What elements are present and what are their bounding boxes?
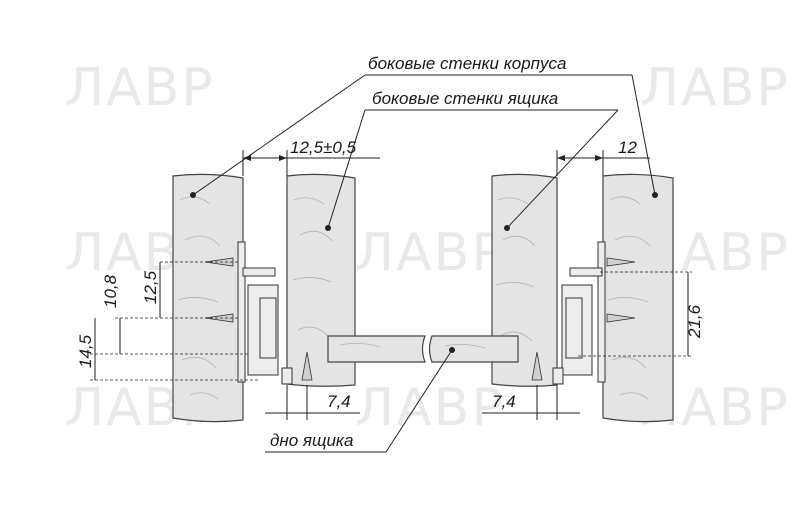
dim-12-5-label: 12,5: [141, 270, 160, 304]
drawer-side-left: [286, 173, 356, 387]
dim-gap-left-label: 12,5±0,5: [290, 138, 357, 157]
dim-21-6-label: 21,6: [685, 304, 704, 339]
drawer-bottom: [327, 335, 519, 363]
screws: [204, 257, 636, 381]
label-drawer-sides: боковые стенки ящика: [372, 89, 558, 108]
dim-14-5-label: 14,5: [76, 334, 95, 368]
dimension-left-verticals: 12,5 10,8 14,5: [76, 261, 258, 381]
watermark-text: ЛАВР: [640, 58, 790, 118]
cabinet-side-right: [602, 173, 674, 423]
cabinet-side-left: [172, 173, 244, 423]
dimension-gap-left: 12,5±0,5: [242, 138, 380, 176]
dimension-right-vertical: 21,6: [578, 271, 704, 357]
label-drawer-bottom: дно ящика: [270, 431, 353, 450]
watermark-text: ЛАВР: [355, 223, 505, 283]
slide-rail-right: [552, 241, 606, 385]
dim-10-8-label: 10,8: [101, 274, 120, 308]
slide-rail-left: [237, 241, 293, 385]
dim-bottom-right-label: 7,4: [492, 392, 516, 411]
label-cabinet-sides: боковые стенки корпуса: [368, 54, 566, 73]
callouts: боковые стенки корпуса боковые стенки ящ…: [192, 54, 656, 453]
dim-bottom-left-label: 7,4: [327, 392, 351, 411]
dim-gap-right-label: 12: [618, 138, 637, 157]
dimension-bottom: 7,4 7,4: [265, 385, 580, 420]
leader-dots: [190, 192, 658, 353]
watermark-text: ЛАВР: [65, 58, 215, 118]
watermark-text: ЛАВР: [355, 378, 505, 438]
dimension-gap-right: 12: [556, 138, 650, 176]
